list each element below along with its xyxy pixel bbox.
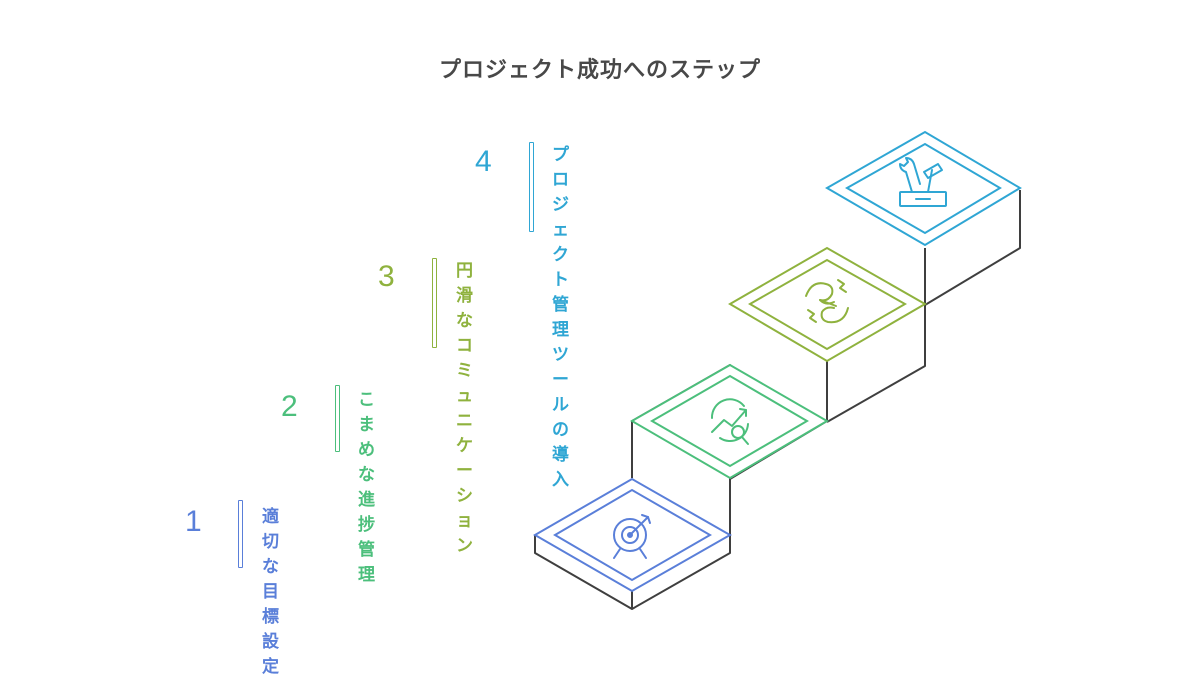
step-3-number: 3 — [378, 260, 395, 293]
step-1-bar — [238, 500, 243, 568]
step-2-label: こまめな進捗管理 — [358, 390, 375, 585]
step-2-bar — [335, 385, 340, 452]
step-4-tread — [824, 130, 1022, 247]
growth-magnifier-icon — [710, 398, 749, 445]
step-1-number: 1 — [185, 505, 202, 538]
step-4-number: 4 — [475, 145, 492, 178]
page-title: プロジェクト成功へのステップ — [438, 58, 761, 83]
step-3-label: 円滑な コミュニケーション — [456, 261, 473, 556]
handshake-icon — [805, 279, 849, 324]
step-2-number: 2 — [281, 390, 298, 423]
step-3-bar — [432, 258, 437, 348]
target-arrow-icon — [613, 514, 651, 559]
step-4-label: プロジェクト管理 ツールの導入 — [552, 145, 569, 490]
step-4-bar — [529, 142, 534, 232]
step-2-tread — [629, 363, 829, 480]
toolbox-icon — [899, 157, 947, 207]
